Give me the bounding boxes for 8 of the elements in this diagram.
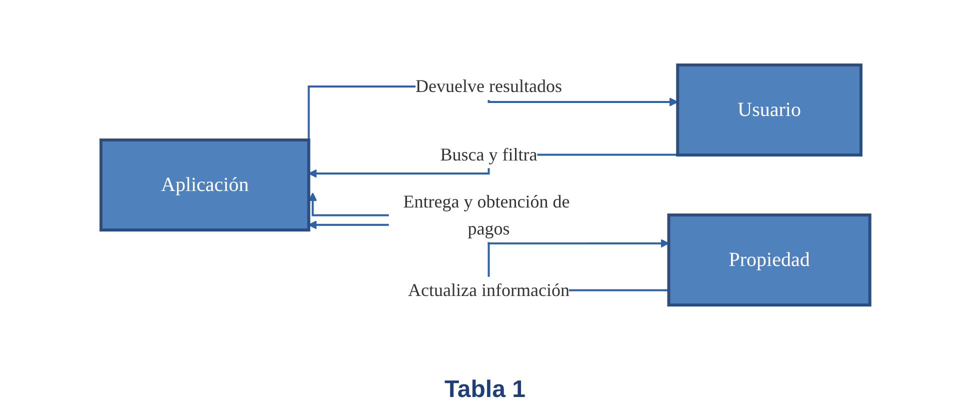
node-box: Aplicación	[99, 138, 310, 232]
caption: Tabla 1	[444, 376, 526, 404]
edge-label: Busca y filtra	[440, 144, 537, 164]
node-box: Usuario	[676, 64, 862, 156]
node-box: Propiedad	[666, 214, 871, 306]
edge-label: Devuelve resultados	[415, 76, 562, 96]
edge-label: Actualiza información	[408, 280, 570, 300]
edge-label: Entrega y obtención de pagos	[402, 191, 570, 238]
